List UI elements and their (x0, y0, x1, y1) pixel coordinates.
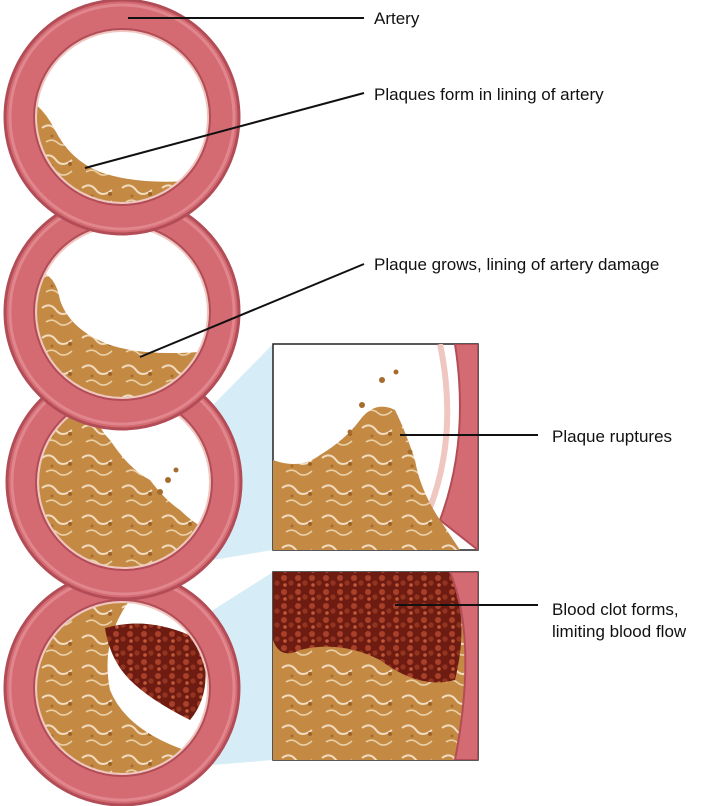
label-plaque-ruptures: Plaque ruptures (552, 427, 673, 446)
artery-cross-section-1 (3, 0, 241, 236)
leader-lines (84, 17, 538, 606)
artery-cross-section-2 (3, 193, 241, 431)
zoom-box-rupture (272, 343, 479, 551)
leader-line-plaque-grows (139, 263, 365, 358)
artery-cross-section-4 (3, 569, 241, 806)
label-plaque-grows: Plaque grows, lining of artery damage (374, 255, 660, 274)
artery-cross-section-3 (5, 363, 243, 601)
zoom-box-clot (272, 571, 479, 761)
label-blood-clot: Blood clot forms, limiting blood flow (552, 599, 686, 643)
label-plaques-form: Plaques form in lining of artery (374, 85, 604, 104)
label-blood-clot-line1: Blood clot forms, (552, 600, 679, 619)
label-blood-clot-line2: limiting blood flow (552, 622, 687, 641)
label-artery: Artery (374, 9, 420, 28)
leader-line-plaques-form (84, 92, 365, 169)
